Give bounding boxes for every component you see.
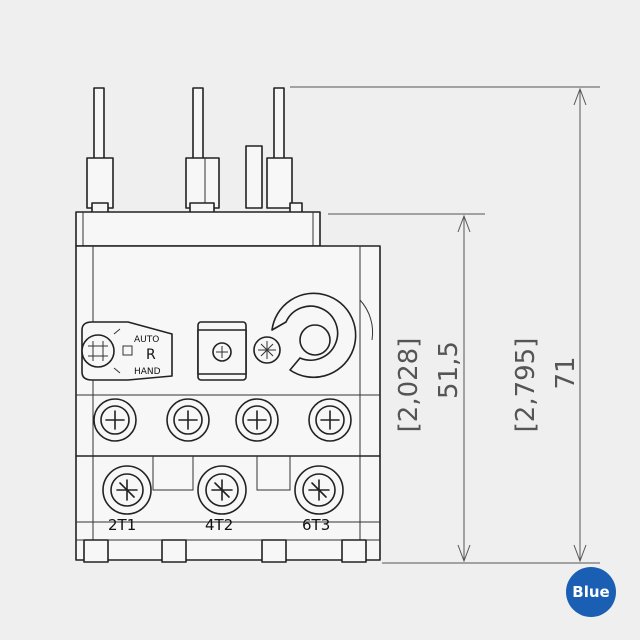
outer-dimension-mm: 71 [551,356,581,389]
inner-dimension-inches: [2,028] [394,338,424,433]
terminal-label-6t3: 6T3 [302,516,330,534]
terminal-label-2t1: 2T1 [108,516,136,534]
upper-terminals [93,398,352,442]
current-dial [271,292,374,379]
terminal-label-4t2: 4T2 [205,516,233,534]
hand-label: HAND [134,367,161,377]
auto-hand-switch [81,321,173,381]
auto-label: AUTO [134,335,159,345]
color-badge: Blue [566,567,616,617]
outer-dimension-inches: [2,795] [511,338,541,433]
badge-label: Blue [572,583,610,601]
reset-label: R [146,347,156,363]
adjustment-screw [197,321,281,381]
inner-dimension-mm: 51,5 [434,341,464,399]
top-pins [86,87,303,214]
lower-terminals [102,465,344,515]
dimension-lines [290,86,600,564]
